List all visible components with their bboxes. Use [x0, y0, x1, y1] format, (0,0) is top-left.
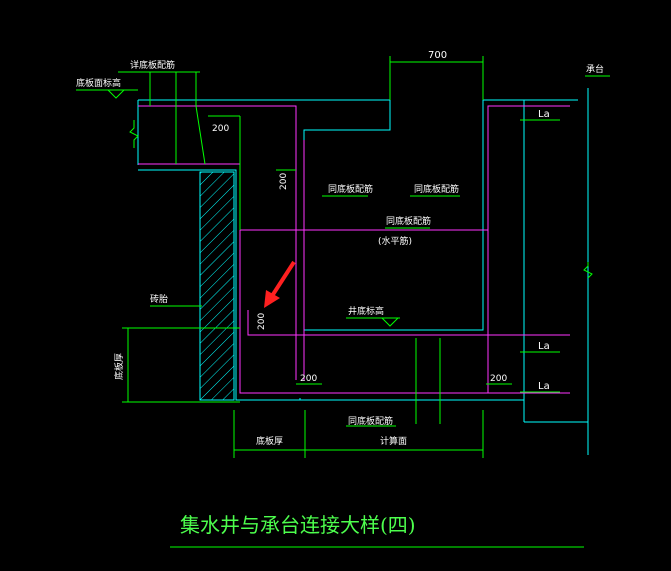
- cap-label: 承台: [586, 63, 604, 75]
- drawing-title: 集水井与承台连接大样(四): [180, 513, 416, 537]
- dim-200-e-label: 200: [490, 374, 507, 384]
- dim-200-b-label: 200: [279, 173, 289, 190]
- pit-bottom-elev-label: 井底标高: [348, 305, 384, 317]
- slab-thickness-v-label: 底板厚: [113, 353, 125, 380]
- horizontal-label: (水平筋): [378, 235, 412, 247]
- red-arrow-icon: [264, 260, 296, 308]
- dim-700-label: 700: [428, 50, 447, 61]
- bottom-rebar-label: 详底板配筋: [130, 59, 175, 71]
- brick-wall-hatch: [199, 171, 235, 401]
- dim-200-c-label: 200: [257, 313, 267, 330]
- dim-200-a-label: 200: [212, 124, 229, 134]
- bottom-elev-label: 底板面标高: [76, 77, 121, 89]
- rebar-lines: [138, 105, 570, 394]
- waterproof-label: 砖胎: [150, 293, 168, 305]
- dimension-lines: [76, 56, 610, 548]
- dim-200-d-label: 200: [300, 374, 317, 384]
- same-rebar-bottom-label: 同底板配筋: [348, 415, 393, 427]
- la-1-label: La: [538, 109, 550, 120]
- same-rebar-2-label: 同底板配筋: [414, 183, 459, 195]
- la-2-label: La: [538, 341, 550, 352]
- same-rebar-3-label: 同底板配筋: [386, 215, 431, 227]
- slab-thickness-h-label: 底板厚: [256, 435, 283, 447]
- same-rebar-1-label: 同底板配筋: [328, 183, 373, 195]
- la-3-label: La: [538, 381, 550, 392]
- calc-face-label: 计算面: [380, 435, 407, 447]
